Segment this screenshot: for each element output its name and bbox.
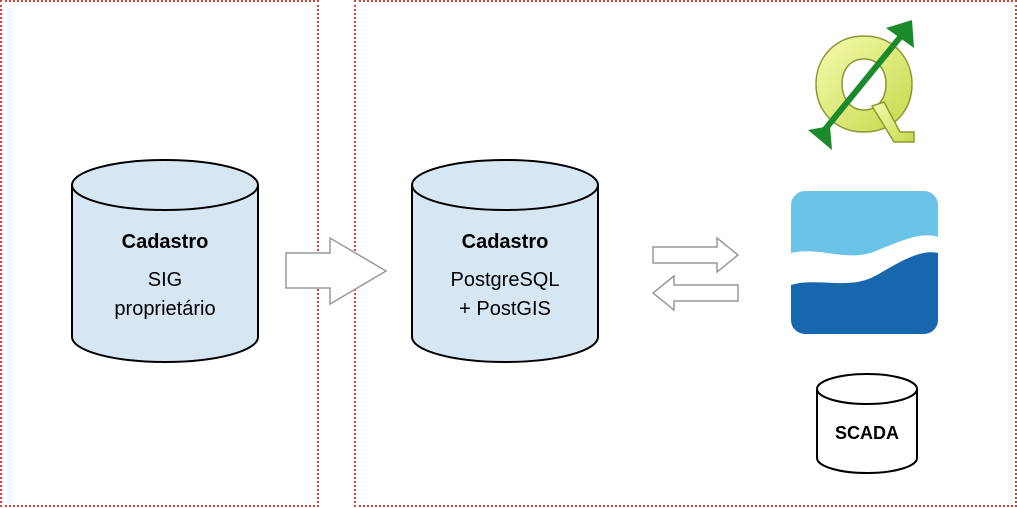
sync-right-arrow-icon (652, 236, 740, 274)
qgis-logo-icon (808, 20, 915, 150)
sync-left-arrow-icon (651, 274, 739, 312)
legacy-db-title: Cadastro (121, 231, 209, 253)
migration-arrow-icon (285, 236, 388, 306)
legacy-db-line1: SIG (147, 269, 183, 291)
database-cylinder-shape (816, 373, 918, 474)
modern-database-cylinder: Cadastro PostgreSQL + PostGIS (410, 158, 600, 364)
modern-db-line1: PostgreSQL (450, 269, 560, 291)
scada-database-cylinder: SCADA (815, 372, 919, 476)
legacy-db-line2: proprietário (114, 298, 216, 320)
modern-db-line2: + PostGIS (459, 298, 551, 320)
modern-db-title: Cadastro (461, 231, 549, 253)
legacy-database-cylinder: Cadastro SIG proprietário (70, 158, 260, 364)
water-utility-logo-icon (791, 191, 938, 334)
scada-label: SCADA (834, 423, 899, 443)
database-cylinder-shape (411, 159, 599, 363)
database-cylinder-shape (71, 159, 259, 363)
